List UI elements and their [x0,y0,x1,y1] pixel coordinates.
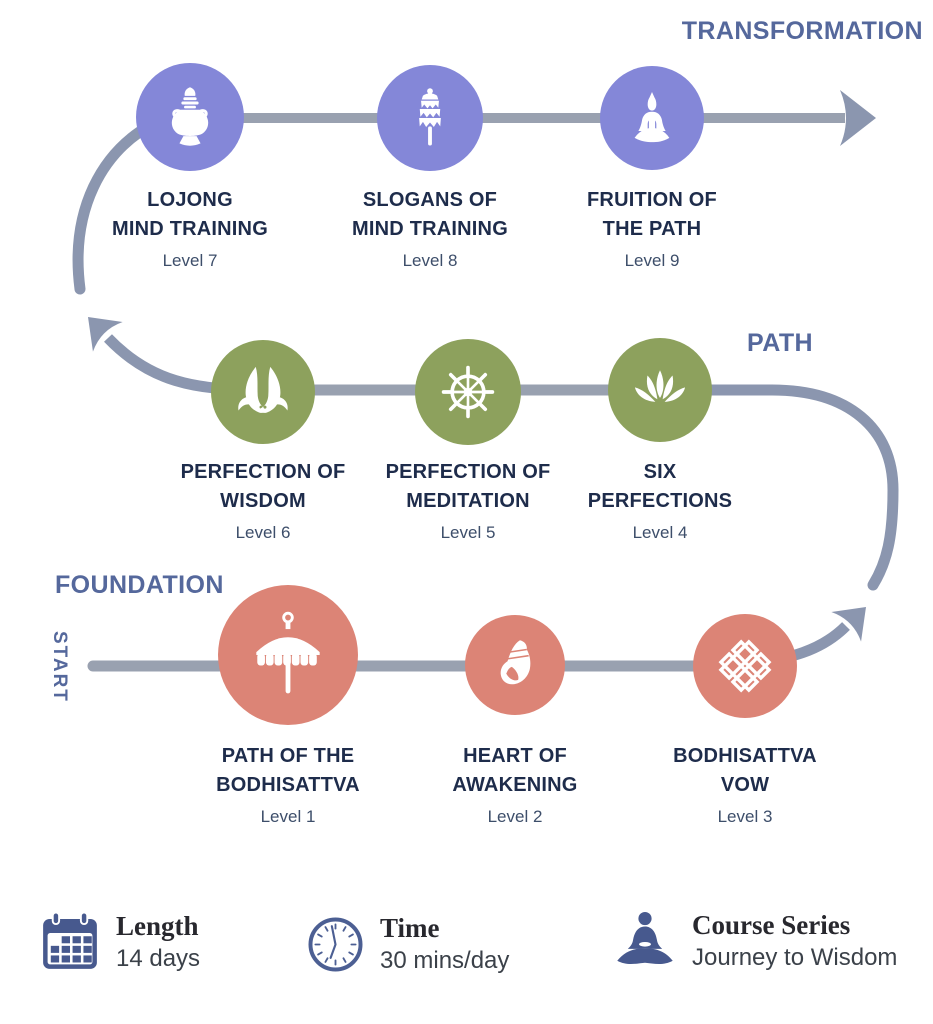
node-level: Level 1 [260,807,316,826]
footer-length-label: Length [116,911,199,941]
node-level: Level 7 [162,251,218,270]
node-title: PATH OF THE BODHISATTVA [216,745,360,796]
label-level-7: LOJONG MIND TRAINING Level 7 [50,186,330,271]
node-level: Level 9 [624,251,680,270]
node-level: Level 6 [235,523,291,542]
transformation-end-arrow-icon [840,90,876,146]
node-title: BODHISATTVA VOW [673,745,817,796]
node-level-2 [465,615,565,715]
label-level-3: BODHISATTVA VOW Level 3 [605,742,885,827]
label-level-5: PERFECTION OF MEDITATION Level 5 [328,458,608,543]
endless-knot-icon [718,639,772,693]
label-level-9: FRUITION OF THE PATH Level 9 [512,186,792,271]
footer-course-series-value: Journey to Wisdom [692,944,898,971]
path-to-transformation-arrow-icon [88,317,123,352]
node-level-6 [211,340,315,444]
node-level-9 [600,66,704,170]
buddha-icon [634,91,670,143]
node-title: PERFECTION OF MEDITATION [385,461,551,512]
node-level: Level 3 [717,807,773,826]
footer-time-label: Time [380,913,440,943]
stage-label-path: PATH [747,329,813,357]
dharma-wheel-icon [441,365,495,419]
stage-label-transformation: TRANSFORMATION [681,17,923,45]
right-u-curve [649,384,899,591]
node-level: Level 4 [632,523,688,542]
footer-length: Length 14 days [38,910,200,974]
conch-shell-icon [500,640,531,685]
node-level-1 [218,585,358,725]
foundation-to-path-arrow-icon [831,607,866,642]
node-level-5 [415,339,521,445]
footer-length-value: 14 days [116,945,201,972]
node-level-7 [136,63,244,171]
stage-label-foundation: FOUNDATION [55,571,224,599]
node-level-8 [377,65,483,171]
victory-banner-icon [419,88,441,146]
node-title: SIX PERFECTIONS [587,461,733,512]
footer-time-value: 30 mins/day [380,947,510,974]
parasol-icon [256,611,320,694]
start-label: START [49,631,70,703]
node-title: PERFECTION OF WISDOM [180,461,346,512]
node-title: FRUITION OF THE PATH [587,189,717,240]
clock-icon [308,917,363,971]
node-title: LOJONG MIND TRAINING [112,189,268,240]
footer-time: Time 30 mins/day [305,912,509,976]
node-level: Level 5 [440,523,496,542]
label-level-6: PERFECTION OF WISDOM Level 6 [123,458,403,543]
label-level-8: SLOGANS OF MIND TRAINING Level 8 [290,186,570,271]
footer-course-series-label: Course Series [692,910,851,940]
footer-course-series: Course Series Journey to Wisdom [612,908,897,974]
node-level-4 [608,338,712,442]
calendar-icon [43,911,97,969]
label-level-2: HEART OF AWAKENING Level 2 [375,742,655,827]
node-level: Level 2 [487,807,543,826]
meditator-icon [617,911,673,965]
treasure-vase-icon [171,87,209,146]
label-level-4: SIX PERFECTIONS Level 4 [520,458,800,543]
node-title: HEART OF AWAKENING [452,745,578,796]
lotus-icon [634,370,686,402]
node-level: Level 8 [402,251,458,270]
label-level-1: PATH OF THE BODHISATTVA Level 1 [148,742,428,827]
node-title: SLOGANS OF MIND TRAINING [352,189,508,240]
node-level-3 [693,614,797,718]
golden-fishes-icon [238,366,288,413]
